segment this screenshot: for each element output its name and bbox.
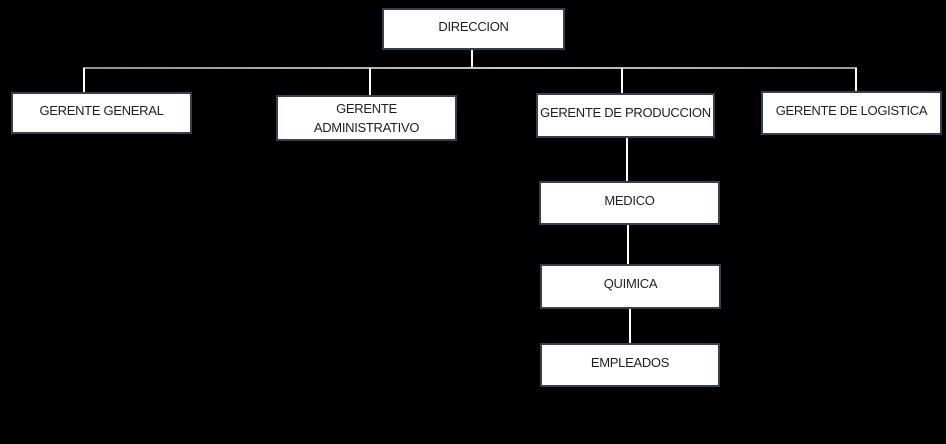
- org-node-label: GERENTE ADMINISTRATIVO: [313, 101, 420, 135]
- connector-main-horizontal: [83, 67, 857, 69]
- org-node-gerente-administrativo: GERENTE ADMINISTRATIVO: [276, 95, 457, 141]
- org-node-medico: MEDICO: [539, 181, 720, 225]
- org-node-label: GERENTE GENERAL: [39, 102, 164, 118]
- org-node-label: GERENTE DE PRODUCCION: [540, 105, 711, 120]
- org-node-label: EMPLEADOS: [590, 354, 670, 370]
- org-node-gerente-de-produccion: GERENTE DE PRODUCCION: [536, 93, 715, 138]
- connector-medico-to-quimica: [627, 225, 629, 265]
- org-node-label: QUIMICA: [603, 276, 658, 291]
- connector-quimica-to-empleados: [629, 309, 631, 344]
- org-node-gerente-general: GERENTE GENERAL: [11, 92, 192, 134]
- org-node-direccion: DIRECCION: [382, 8, 565, 50]
- org-node-label: GERENTE DE LOGISTICA: [775, 102, 928, 118]
- connector-direccion-drop: [471, 50, 473, 68]
- org-node-label: DIRECCION: [438, 18, 509, 34]
- org-node-quimica: QUIMICA: [540, 264, 721, 309]
- org-node-label: MEDICO: [604, 192, 655, 208]
- connector-produccion-to-medico: [626, 138, 628, 182]
- connector-to-gerente-general: [83, 68, 85, 93]
- org-node-gerente-de-logistica: GERENTE DE LOGISTICA: [761, 91, 942, 135]
- org-node-empleados: EMPLEADOS: [540, 343, 720, 387]
- connector-to-gerente-administrativo: [369, 68, 371, 96]
- connector-to-gerente-de-logistica: [855, 68, 857, 92]
- connector-to-gerente-de-produccion: [621, 68, 623, 94]
